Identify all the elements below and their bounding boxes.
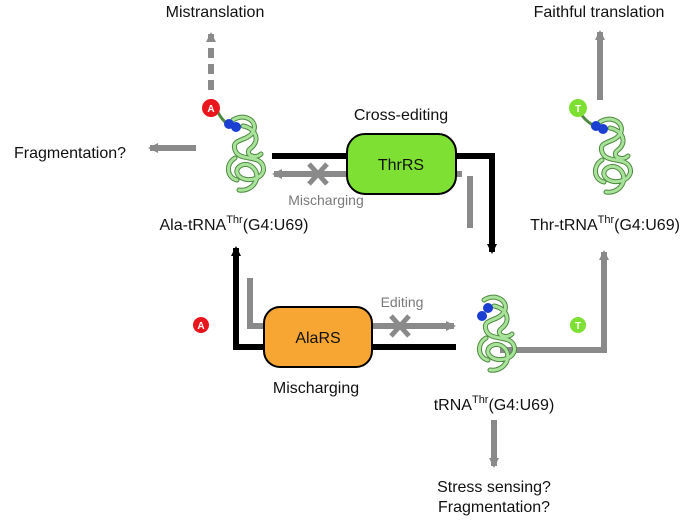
- gray-path-mischarging-bottom: [247, 278, 266, 329]
- thrrs-box: [346, 133, 457, 195]
- mischarging-top-label: Mischarging: [288, 192, 363, 208]
- ala-marker-bottom: [193, 317, 209, 333]
- thr-marker-bottom: [570, 317, 586, 333]
- thr-trna-sup: Thr: [598, 214, 615, 226]
- ala-trna-prefix: Ala-tRNA: [160, 217, 227, 234]
- cross-editing-label: Cross-editing: [354, 107, 448, 124]
- thr-trna-suffix: (G4:U69): [614, 217, 680, 234]
- free-trna-label: tRNAThr(G4:U69): [434, 394, 555, 414]
- mischarging-bottom-label: Mischarging: [273, 380, 359, 397]
- ala-trna-structure: [213, 105, 264, 190]
- faithful-translation-label: Faithful translation: [534, 4, 665, 21]
- thr-trna-structure: [576, 107, 631, 192]
- x-mark-top: [307, 162, 329, 186]
- ala-marker-top: [202, 99, 220, 117]
- thr-trna-label: Thr-tRNAThr(G4:U69): [530, 214, 680, 234]
- stress-sensing-label: Stress sensing?: [437, 479, 551, 496]
- ala-trna-label: Ala-tRNAThr(G4:U69): [160, 214, 309, 234]
- fragmentation-bottom-label: Fragmentation?: [438, 499, 550, 516]
- free-trna-sup: Thr: [472, 394, 489, 406]
- ala-marker-bottom-letter: A: [197, 321, 204, 332]
- free-trna-structure: [477, 297, 515, 370]
- ala-trna-suffix: (G4:U69): [243, 217, 309, 234]
- alars-box: [263, 306, 373, 368]
- black-path-thrrs: [272, 153, 497, 254]
- x-mark-bottom: [389, 314, 411, 338]
- editing-label: Editing: [381, 294, 424, 310]
- thr-trna-prefix: Thr-tRNA: [530, 217, 598, 234]
- thr-marker-top: [569, 99, 587, 117]
- thr-marker-bottom-letter: T: [575, 321, 581, 332]
- mistranslation-label: Mistranslation: [166, 4, 265, 21]
- free-trna-prefix: tRNA: [434, 397, 473, 414]
- ala-marker-top-letter: A: [207, 104, 214, 115]
- black-path-alars: [231, 246, 456, 350]
- alars-label: AlaRS: [295, 330, 340, 347]
- ala-trna-sup: Thr: [226, 214, 243, 226]
- fragmentation-left-label: Fragmentation?: [14, 145, 126, 162]
- thrrs-label: ThrRS: [378, 157, 424, 174]
- thr-marker-top-letter: T: [575, 104, 581, 115]
- gray-path-thr: [500, 250, 609, 353]
- free-trna-suffix: (G4:U69): [488, 397, 554, 414]
